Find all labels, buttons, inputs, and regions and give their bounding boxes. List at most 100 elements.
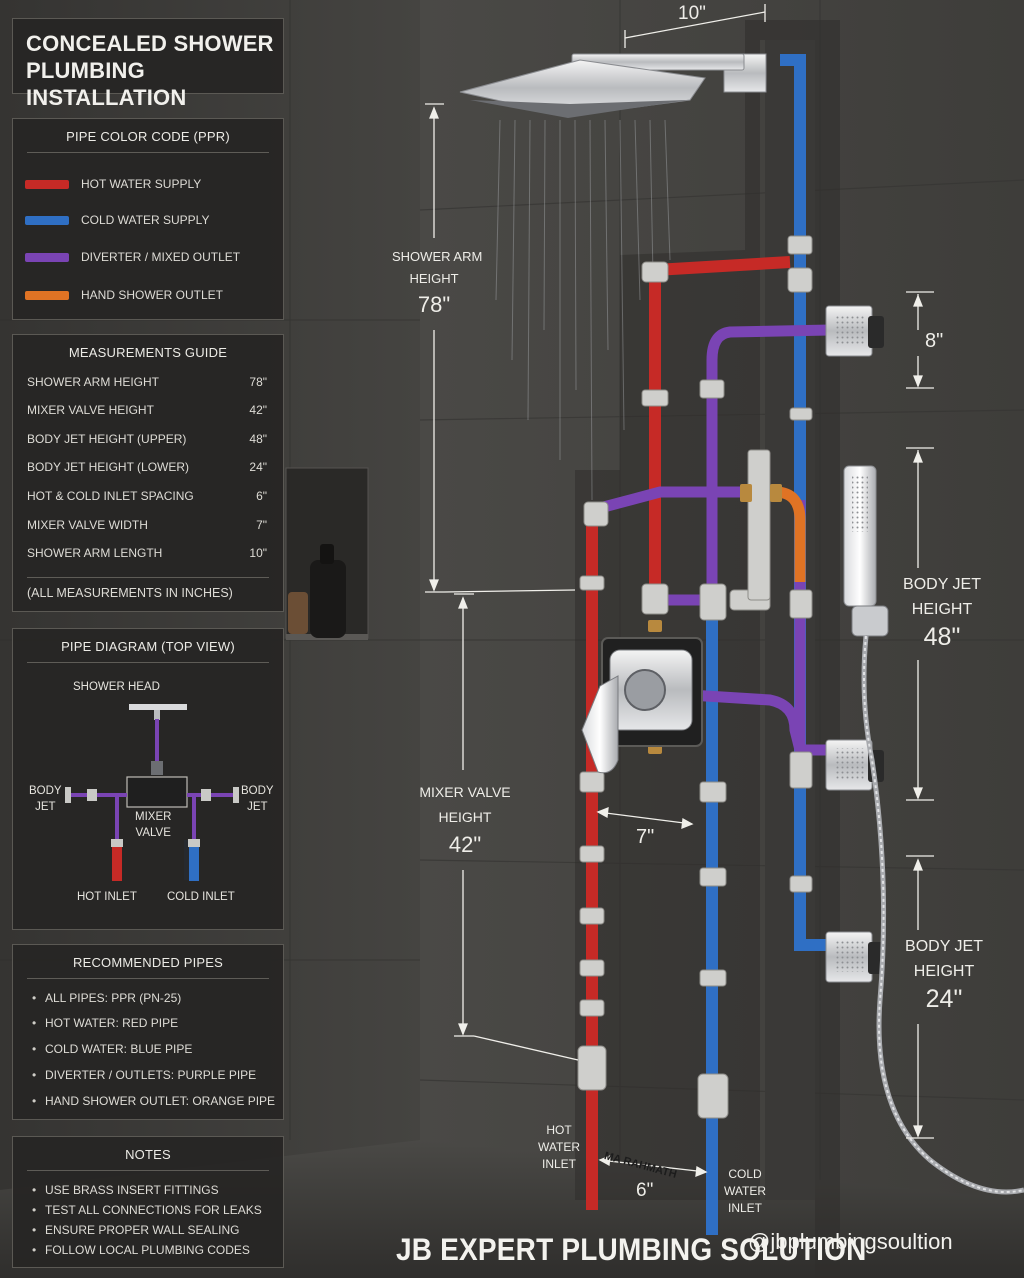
mixer-valve-box <box>126 776 188 808</box>
color-code-heading: PIPE COLOR CODE (PPR) <box>66 129 230 144</box>
label-line: WATER <box>724 1184 766 1198</box>
measurement-label: SHOWER ARM LENGTH <box>27 546 163 560</box>
divider <box>27 662 269 663</box>
diverter-swatch <box>25 253 69 262</box>
shower-head-label: SHOWER HEAD <box>73 681 160 693</box>
label-line: HEIGHT <box>913 963 975 980</box>
note-item: USE BRASS INSERT FITTINGS <box>32 1183 219 1197</box>
legend-label: HAND SHOWER OUTLET <box>81 288 224 302</box>
shower-head-bar <box>129 704 187 710</box>
label-line: BODY JET <box>905 938 983 955</box>
title-line-1: CONCEALED SHOWER <box>26 31 274 56</box>
recommended-item: ALL PIPES: PPR (PN-25) <box>32 991 181 1005</box>
valve-width-dimension: 7" <box>636 826 655 848</box>
recommended-item: COLD WATER: BLUE PIPE <box>32 1042 192 1056</box>
label-line: SHOWER ARM <box>392 249 483 264</box>
body-jet-right-label: BODY JET <box>241 783 274 815</box>
measurement-row: HOT & COLD INLET SPACING 6" <box>27 489 267 505</box>
label-line: MIXER <box>135 811 172 823</box>
measurement-row: BODY JET HEIGHT (LOWER) 24" <box>27 460 267 476</box>
label-line: JET <box>247 801 268 813</box>
hot-water-inlet-label: HOT WATER INLET <box>536 1122 582 1173</box>
cold-inlet-pipe <box>189 847 199 881</box>
legend-label: COLD WATER SUPPLY <box>81 213 210 227</box>
measurement-row: SHOWER ARM HEIGHT 78" <box>27 375 267 391</box>
recommended-heading: RECOMMENDED PIPES <box>72 955 224 970</box>
measurements-note: (ALL MEASUREMENTS IN INCHES) <box>27 586 233 600</box>
note-item: FOLLOW LOCAL PLUMBING CODES <box>32 1243 250 1257</box>
dimension-value: 24" <box>925 985 963 1013</box>
label-line: HOT <box>546 1123 572 1137</box>
cold-water-inlet-label: COLD WATER INLET <box>722 1166 768 1217</box>
label-line: HEIGHT <box>409 271 459 286</box>
pipe-diagram-heading: PIPE DIAGRAM (TOP VIEW) <box>61 639 235 654</box>
label-line: INLET <box>541 1157 576 1171</box>
notes-panel: NOTES USE BRASS INSERT FITTINGS TEST ALL… <box>12 1136 284 1268</box>
measurement-value: 48" <box>249 432 267 446</box>
social-handle: @jbplumbingsoultion <box>748 1229 953 1254</box>
page-title: CONCEALED SHOWER PLUMBING INSTALLATION <box>26 30 283 111</box>
divider <box>27 1170 269 1171</box>
note-item: ENSURE PROPER WALL SEALING <box>32 1223 239 1237</box>
hot-swatch <box>25 180 69 189</box>
dimension-value: 42" <box>448 832 482 857</box>
arm-length-dimension: 10" <box>678 3 706 24</box>
measurement-label: MIXER VALVE WIDTH <box>27 518 148 532</box>
dimension-value: 78" <box>417 292 451 317</box>
legend-label: DIVERTER / MIXED OUTLET <box>81 250 241 264</box>
label-line: WATER <box>538 1140 580 1154</box>
brand-watermark: JB EXPERT PLUMBING SOLUTION <box>396 1232 867 1267</box>
measurement-label: MIXER VALVE HEIGHT <box>27 403 154 417</box>
measurement-label: HOT & COLD INLET SPACING <box>27 489 194 503</box>
measurement-row: MIXER VALVE WIDTH 7" <box>27 518 267 534</box>
hot-inlet-label: HOT INLET <box>77 891 137 903</box>
measurement-row: BODY JET HEIGHT (UPPER) 48" <box>27 432 267 448</box>
divider <box>27 152 269 153</box>
note-item: TEST ALL CONNECTIONS FOR LEAKS <box>32 1203 262 1217</box>
body-jet-upper-label: BODY JET HEIGHT 48" <box>896 572 988 652</box>
label-line: HEIGHT <box>911 601 973 618</box>
top-view-diagram <box>65 704 239 881</box>
measurement-row: SHOWER ARM LENGTH 10" <box>27 546 267 562</box>
body-jet-lower-label: BODY JET HEIGHT 24" <box>898 934 990 1014</box>
label-line: COLD <box>728 1167 762 1181</box>
shower-arm-height-label: SHOWER ARM HEIGHT 78" <box>392 246 483 320</box>
title-panel: CONCEALED SHOWER PLUMBING INSTALLATION <box>12 18 284 110</box>
recommended-item: DIVERTER / OUTLETS: PURPLE PIPE <box>32 1068 256 1082</box>
title-line-2: PLUMBING INSTALLATION <box>26 58 187 110</box>
jet-spacing-dimension: 8" <box>925 330 944 352</box>
measurement-value: 7" <box>256 518 267 532</box>
measurement-row: MIXER VALVE HEIGHT 42" <box>27 403 267 419</box>
body-jet-left-label: BODY JET <box>29 783 62 815</box>
measurement-label: BODY JET HEIGHT (LOWER) <box>27 460 190 474</box>
measurement-value: 42" <box>249 403 267 417</box>
hot-inlet-pipe <box>112 847 122 881</box>
measurement-label: SHOWER ARM HEIGHT <box>27 375 160 389</box>
measurements-heading: MEASUREMENTS GUIDE <box>68 345 228 360</box>
inlet-spacing-dimension: 6" <box>636 1180 654 1201</box>
measurement-value: 10" <box>249 546 267 560</box>
label-line: BODY <box>241 785 274 797</box>
divider <box>27 978 269 979</box>
pipe-color-code-panel: PIPE COLOR CODE (PPR) HOT WATER SUPPLY C… <box>12 118 284 320</box>
hand-shower-swatch <box>25 291 69 300</box>
label-line: VALVE <box>135 827 171 839</box>
pipe-diagram-panel: PIPE DIAGRAM (TOP VIEW) SHOWER HEAD BODY… <box>12 628 284 930</box>
measurements-guide-panel: MEASUREMENTS GUIDE SHOWER ARM HEIGHT 78"… <box>12 334 284 612</box>
label-line: BODY <box>29 785 62 797</box>
measurement-value: 24" <box>249 460 267 474</box>
mixer-valve-height-label: MIXER VALVE HEIGHT 42" <box>418 780 512 860</box>
cold-swatch <box>25 216 69 225</box>
mixer-valve-label: MIXER VALVE <box>135 809 171 841</box>
measurement-value: 6" <box>256 489 267 503</box>
label-line: BODY JET <box>903 576 981 593</box>
recommended-item: HOT WATER: RED PIPE <box>32 1016 178 1030</box>
measurement-label: BODY JET HEIGHT (UPPER) <box>27 432 187 446</box>
label-line: JET <box>35 801 56 813</box>
label-line: HEIGHT <box>438 809 492 825</box>
dimension-value: 48" <box>923 623 961 651</box>
divider <box>27 577 269 578</box>
measurement-value: 78" <box>249 375 267 389</box>
cold-inlet-label: COLD INLET <box>167 891 235 903</box>
label-line: MIXER VALVE <box>419 784 511 800</box>
